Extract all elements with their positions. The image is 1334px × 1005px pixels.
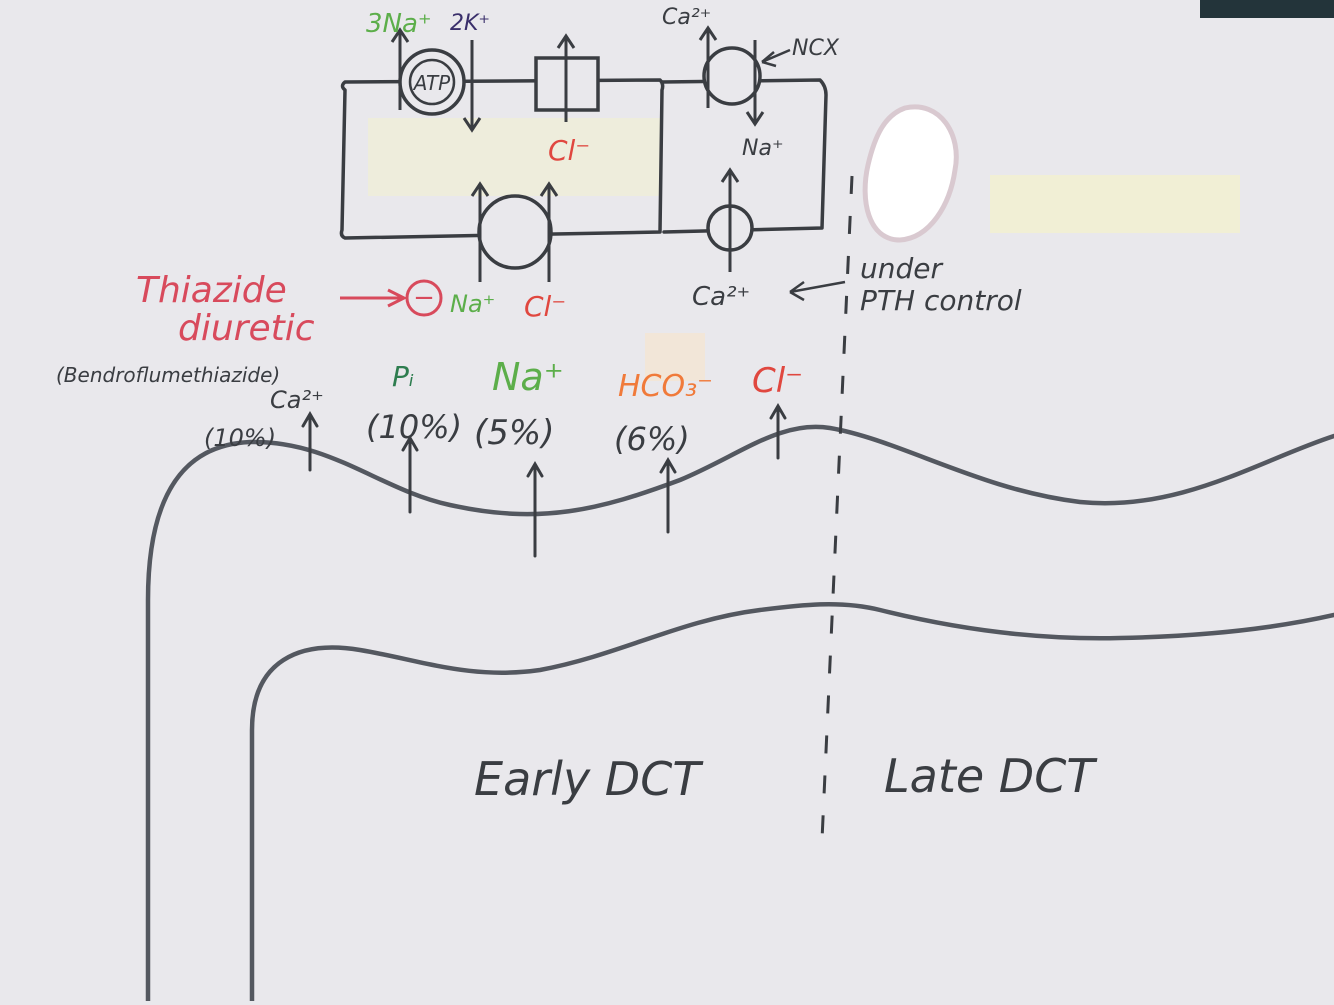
pump-k-label: 2K⁺ (450, 11, 490, 36)
ncx-ca-label: Ca²⁺ (662, 5, 711, 30)
cl-channel-label: Cl⁻ (548, 134, 590, 167)
ncx-na-label: Na⁺ (742, 136, 784, 161)
pump-label: ATP (412, 71, 451, 95)
pi-ion-label: Pᵢ (392, 360, 414, 393)
ca-channel-label: Ca²⁺ (692, 282, 750, 312)
ca-ion-label: Ca²⁺ (270, 386, 324, 414)
hco3-ion-label: HCO₃⁻ (618, 369, 713, 404)
pi-percent-label: (10%) (366, 408, 462, 446)
ncx-label: NCX (792, 36, 840, 61)
na-percent-label: (5%) (474, 413, 554, 453)
pth-line2: PTH control (860, 284, 1022, 317)
pump-na-label: 3Na⁺ (366, 9, 432, 39)
symporter-na-label: Na⁺ (450, 290, 495, 318)
thiazide-line1: Thiazide (136, 270, 287, 311)
late-dct-label: Late DCT (884, 749, 1098, 803)
inhibit-symbol: − (413, 283, 435, 313)
pth-line1: under (860, 252, 943, 285)
symporter-circle (479, 196, 551, 268)
cl-ion-label: Cl⁻ (752, 361, 803, 401)
hco3-percent-label: (6%) (614, 420, 690, 458)
tape-piece (368, 118, 660, 196)
ca-percent-label: (10%) (204, 424, 276, 452)
thiazide-line2: diuretic (178, 308, 315, 349)
corner-shadow (1200, 0, 1334, 18)
thiazide-example: (Bendroflumethiazide) (56, 363, 280, 387)
symporter-cl-label: Cl⁻ (524, 290, 566, 323)
tape-piece-right (990, 175, 1240, 233)
early-dct-label: Early DCT (474, 752, 704, 806)
ncx-circle (704, 48, 760, 104)
na-ion-label: Na⁺ (492, 355, 564, 399)
